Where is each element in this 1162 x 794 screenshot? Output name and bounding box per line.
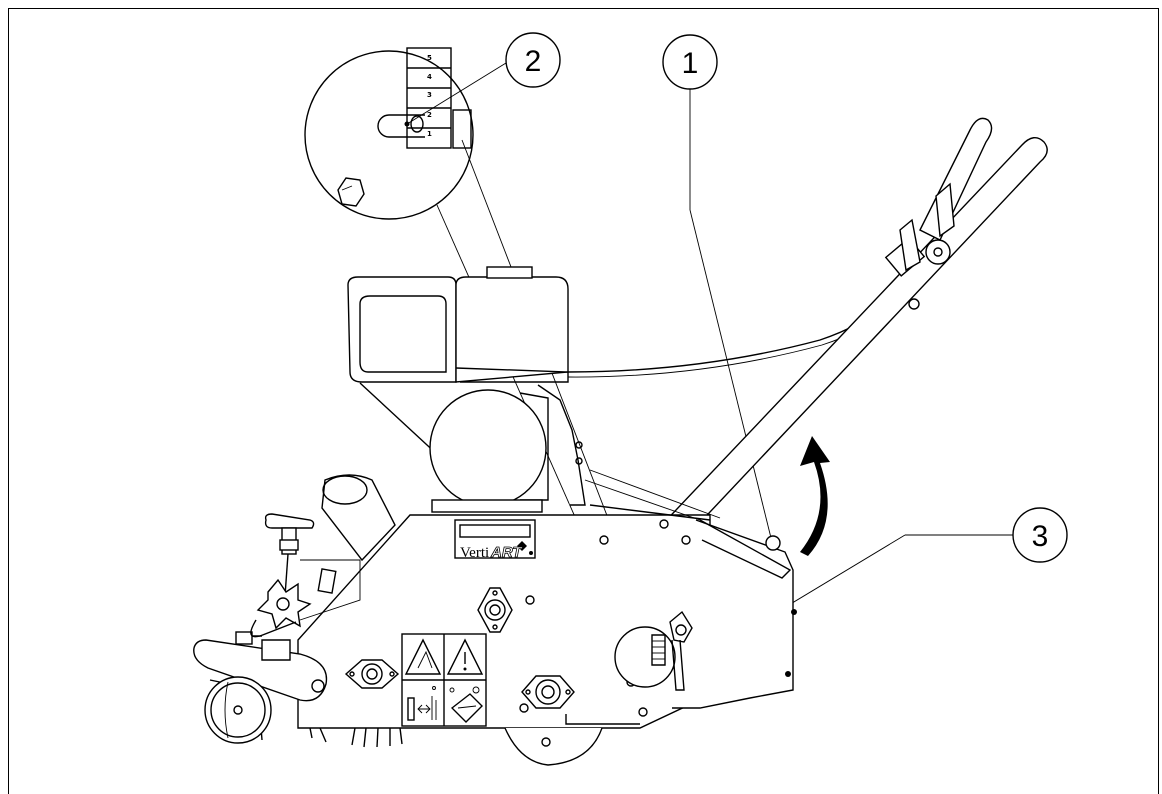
callout-2-label: 2 <box>525 45 542 78</box>
brand-plate: Verti ART <box>454 519 536 561</box>
figure-frame <box>8 8 1159 794</box>
bearing-flange-lower <box>521 675 575 709</box>
tines <box>309 727 403 748</box>
hands-away-icon <box>407 686 437 721</box>
depth-adjust-disc <box>614 610 693 691</box>
chassis: Verti ART <box>297 469 797 766</box>
scale-label-1: 1 <box>427 130 432 138</box>
lift-direction-arrow <box>800 436 830 556</box>
detail-nut <box>337 177 365 207</box>
read-manual-icon <box>449 686 483 723</box>
warning-decal <box>401 633 487 727</box>
callout-1-label: 1 <box>682 47 699 80</box>
rear-roller <box>504 727 603 766</box>
bearing-flange-left <box>344 659 400 689</box>
front-wheel-assembly <box>193 631 328 744</box>
callout-3: 3 <box>746 507 1068 632</box>
handle-bar <box>617 117 1048 579</box>
callout-1: 1 <box>662 34 773 543</box>
callout-2: 2 <box>406 32 561 125</box>
height-adjuster <box>250 513 361 638</box>
scale-label-2: 2 <box>427 111 432 119</box>
scale-label-3: 3 <box>427 91 432 99</box>
detail-magnifier: 5 4 3 2 1 <box>304 47 474 220</box>
scale-label-5: 5 <box>427 54 432 62</box>
depth-scale: 5 4 3 2 1 <box>406 47 472 149</box>
brand-suffix: ART <box>490 544 523 561</box>
bearing-flange-upper <box>477 587 513 633</box>
callout-3-label: 3 <box>1032 520 1049 553</box>
engine <box>321 266 586 562</box>
brand-prefix: Verti <box>460 545 489 561</box>
lever-slot <box>377 114 425 138</box>
warning-exclamation-icon <box>446 638 484 675</box>
scale-label-4: 4 <box>427 73 432 81</box>
warning-thrown-objects-icon <box>404 638 442 675</box>
